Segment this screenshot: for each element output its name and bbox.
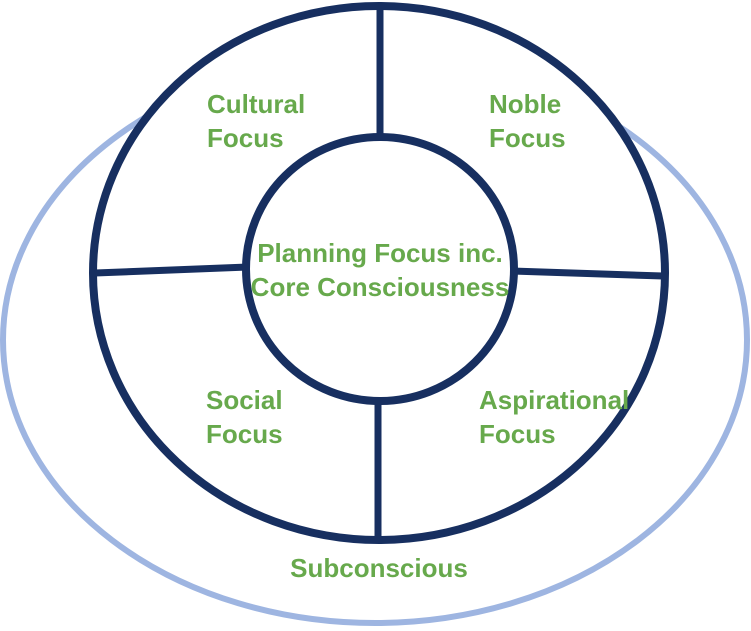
divider-left [94, 263, 249, 277]
quadrant-label-cultural-line1: Cultural [207, 89, 306, 119]
quadrant-label-noble: Noble Focus [489, 87, 566, 155]
core-circle [242, 133, 518, 405]
core-label-line2: Core Consciousness [250, 272, 510, 302]
quadrant-label-social-line2: Focus [206, 419, 283, 449]
subconscious-label-text: Subconscious [290, 553, 468, 583]
quadrant-label-noble-line1: Noble [489, 89, 562, 119]
core-label-line1: Planning Focus inc. [257, 238, 503, 268]
subconscious-label: Subconscious [229, 551, 529, 585]
quadrant-label-noble-line2: Focus [489, 123, 566, 153]
quadrant-label-cultural: Cultural Focus [207, 87, 305, 155]
quadrant-label-aspirational-line1: Aspirational [479, 385, 630, 415]
quadrant-label-social-line1: Social [206, 385, 283, 415]
quadrant-label-aspirational: Aspirational Focus [479, 383, 629, 451]
core-label: Planning Focus inc. Core Consciousness [230, 236, 530, 304]
quadrant-label-social: Social Focus [206, 383, 283, 451]
divider-right [511, 267, 664, 280]
quadrant-label-cultural-line2: Focus [207, 123, 284, 153]
quadrant-label-aspirational-line2: Focus [479, 419, 556, 449]
